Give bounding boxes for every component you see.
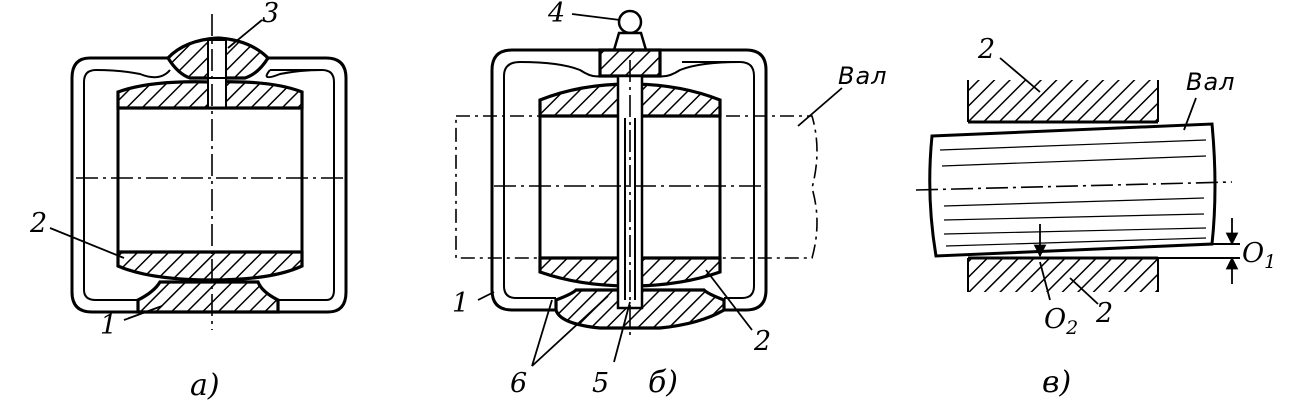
bush-bore xyxy=(116,106,304,254)
housing-gap-curve-b xyxy=(519,61,741,78)
shaft-phantom-b xyxy=(455,115,818,259)
label-shaft-c: Вал xyxy=(1186,68,1236,96)
label-o1: O1 xyxy=(1242,238,1276,273)
leader-cap-a xyxy=(227,19,263,49)
leader-shaft-b xyxy=(797,87,843,127)
leader-housing-a xyxy=(123,305,163,321)
label-bush-b: 2 xyxy=(753,326,771,357)
bush-bottom-c xyxy=(968,258,1158,292)
shaft-texture xyxy=(939,139,1207,247)
caption-a: а) xyxy=(190,368,220,403)
leader-bush-bottom-c xyxy=(1069,277,1099,305)
label-bush-a: 2 xyxy=(29,208,47,239)
figure-a: 3 2 1 а) xyxy=(29,0,348,403)
label-o2: O2 xyxy=(1044,304,1078,339)
label-cap-a: 3 xyxy=(262,0,279,29)
label-housing-b: 1 xyxy=(452,288,469,319)
label-oiler: 4 xyxy=(547,0,565,29)
label-bush-top-c: 2 xyxy=(977,34,995,65)
shaft-c xyxy=(928,122,1217,258)
leader-oiler xyxy=(571,13,621,21)
caption-b: б) xyxy=(648,365,678,400)
housing-inner-wall xyxy=(83,69,335,301)
bush-top-c xyxy=(968,80,1158,122)
housing-gap-curves xyxy=(95,69,323,79)
oil-hole-cap xyxy=(207,39,227,79)
label-bush-bottom-c: 2 xyxy=(1095,298,1113,329)
caption-c: в) xyxy=(1042,365,1071,400)
oiler-neck xyxy=(612,31,648,52)
label-shaft-b: Вал xyxy=(838,62,888,90)
leader-o2 xyxy=(1039,261,1051,301)
axis-shaft-c xyxy=(915,181,1233,191)
housing-inner-b xyxy=(503,61,755,299)
leader-pin xyxy=(613,301,631,363)
leader-bush-a xyxy=(49,227,125,259)
leader-housing-b xyxy=(477,291,495,301)
housing-outer-b xyxy=(490,48,768,312)
bush-lower xyxy=(116,250,304,282)
oil-hole-bush xyxy=(207,77,227,109)
label-pin: 5 xyxy=(592,368,609,399)
label-housing-a: 1 xyxy=(100,310,117,341)
leader-ribs-1 xyxy=(531,299,553,367)
leader-bush-top-c xyxy=(999,57,1041,93)
figure-b: 4 1 2 6 5 Вал б) xyxy=(452,0,888,400)
housing-base xyxy=(136,280,280,314)
leader-ribs-2 xyxy=(531,295,609,367)
oiler-ball xyxy=(617,9,643,35)
label-ribs: 6 xyxy=(510,368,527,399)
leader-bush-b xyxy=(705,269,753,331)
figure-c: O1 O2 2 2 Вал в) xyxy=(915,34,1276,400)
leader-shaft-c xyxy=(1183,97,1197,131)
